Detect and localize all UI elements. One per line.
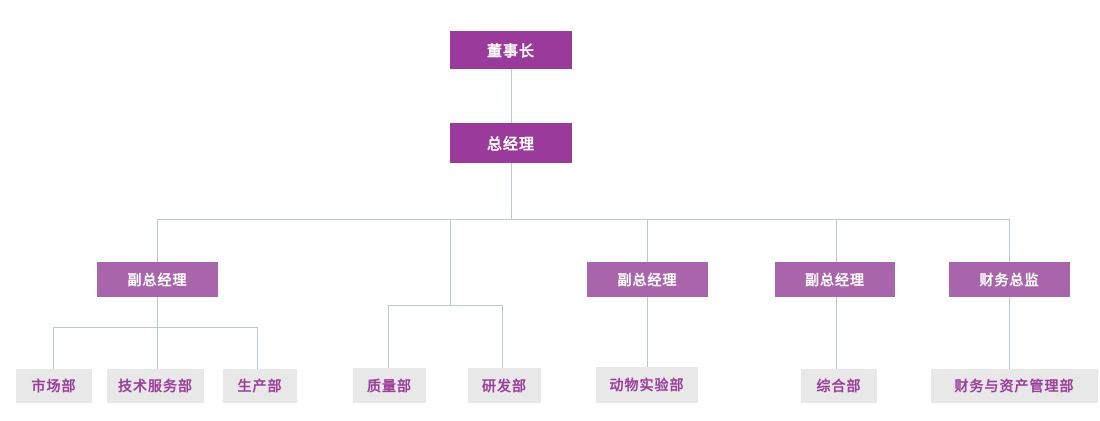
connector-line-vertical xyxy=(1009,219,1010,262)
connector-line-vertical xyxy=(502,305,503,368)
org-node-deputy-gm-2: 副总经理 xyxy=(587,262,708,297)
org-node-animal-lab-dept: 动物实验部 xyxy=(596,367,698,403)
connector-line-horizontal xyxy=(53,327,257,328)
org-node-chairman: 董事长 xyxy=(450,31,572,69)
org-node-marketing-dept: 市场部 xyxy=(16,369,92,403)
connector-line-vertical xyxy=(836,297,837,369)
connector-line-vertical xyxy=(157,219,158,262)
connector-line-vertical xyxy=(257,327,258,369)
connector-line-vertical xyxy=(1009,297,1010,369)
org-node-general-affairs-dept: 综合部 xyxy=(801,369,877,403)
org-node-finance-asset-dept: 财务与资产管理部 xyxy=(931,369,1098,403)
connector-line-horizontal xyxy=(388,305,502,306)
connector-line-vertical xyxy=(53,327,54,369)
connector-line-vertical xyxy=(511,69,512,123)
connector-line-vertical xyxy=(511,163,512,219)
org-node-production-dept: 生产部 xyxy=(223,369,297,403)
org-node-finance-director: 财务总监 xyxy=(949,262,1070,297)
connector-line-horizontal xyxy=(157,219,1009,220)
connector-line-vertical xyxy=(647,297,648,367)
org-node-rd-dept: 研发部 xyxy=(468,368,541,403)
org-node-tech-service-dept: 技术服务部 xyxy=(107,369,204,403)
connector-line-vertical xyxy=(157,297,158,327)
org-node-quality-dept: 质量部 xyxy=(353,368,426,403)
org-node-deputy-gm-1: 副总经理 xyxy=(97,262,218,297)
connector-line-vertical xyxy=(157,327,158,369)
connector-line-vertical xyxy=(450,219,451,305)
connector-line-vertical xyxy=(388,305,389,368)
org-node-general-manager: 总经理 xyxy=(450,123,572,163)
connector-line-vertical xyxy=(836,219,837,262)
org-node-deputy-gm-3: 副总经理 xyxy=(775,262,895,297)
connector-line-vertical xyxy=(647,219,648,262)
